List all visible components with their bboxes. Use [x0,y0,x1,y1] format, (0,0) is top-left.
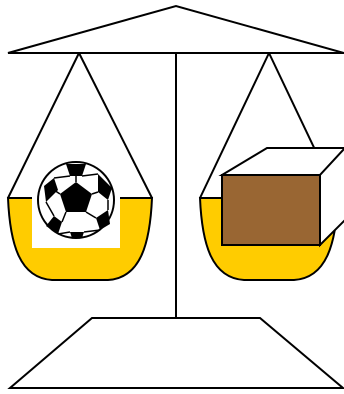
soccer-ball-icon [38,162,114,238]
left-pan-group [8,53,152,280]
right-pan-group [200,53,344,280]
wooden-cube [222,148,344,245]
scale-beam [8,6,344,53]
scale-base [10,318,343,388]
cube-front-face [222,175,320,245]
